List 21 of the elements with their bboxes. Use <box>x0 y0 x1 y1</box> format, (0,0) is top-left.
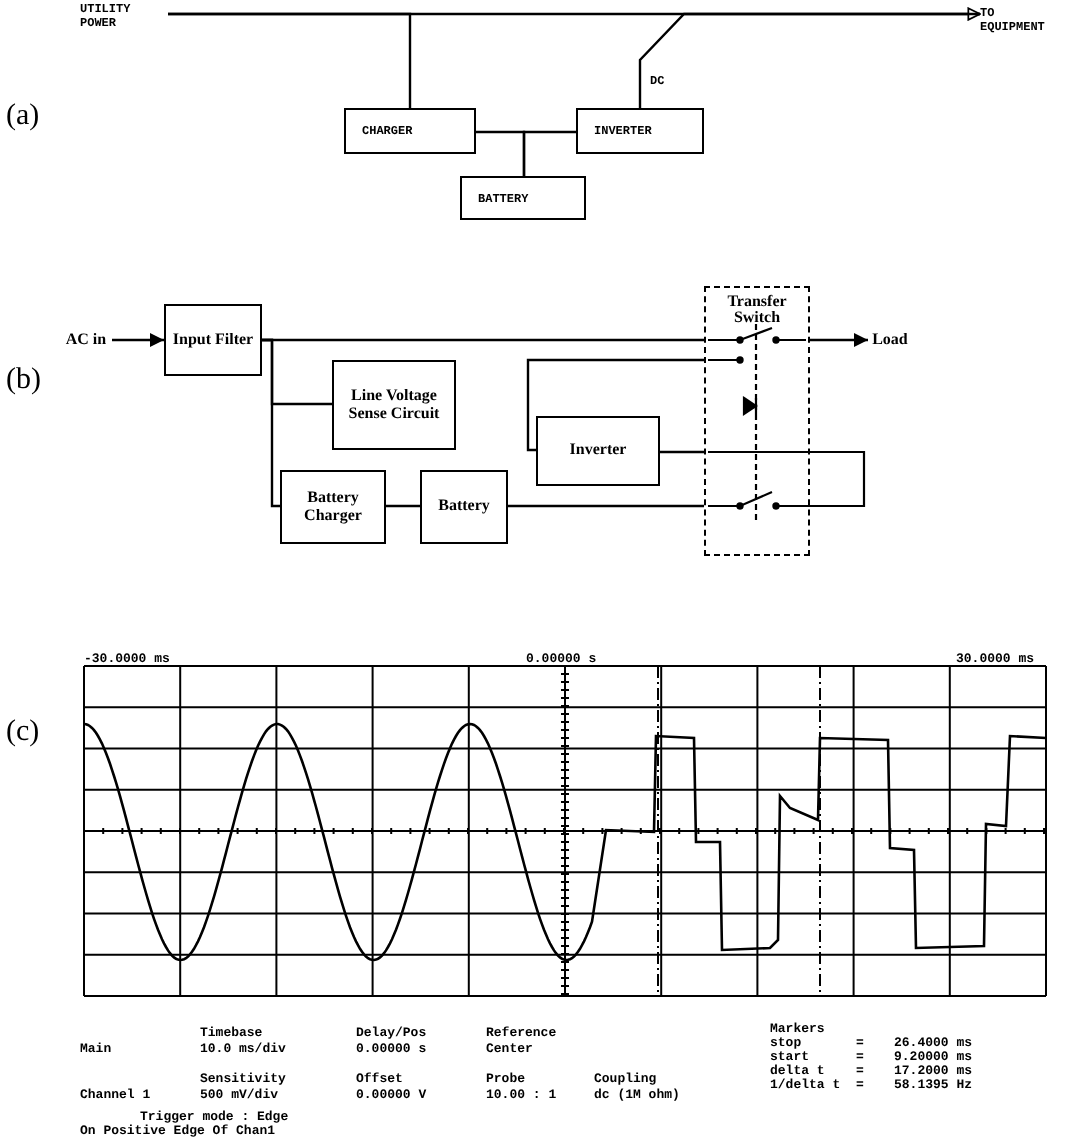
connector-line <box>262 338 280 508</box>
battery-block: Battery <box>420 470 508 544</box>
connector-line <box>168 12 412 108</box>
load-label: Load <box>868 328 912 352</box>
panel-letter: (a) <box>6 100 40 134</box>
inverter-block: Inverter <box>536 416 660 486</box>
charger-block: Battery Charger <box>280 470 386 544</box>
filter-block: Input Filter <box>164 304 262 376</box>
connector-line <box>638 12 980 108</box>
connector-line <box>386 504 420 508</box>
arrow <box>112 332 164 348</box>
connector-line <box>522 130 576 176</box>
sense-circuit-block: Line Voltage Sense Circuit <box>332 360 456 450</box>
input-label: AC in <box>60 328 112 352</box>
connector-line <box>660 450 704 454</box>
connector-line <box>508 504 704 508</box>
panel-letter: (b) <box>6 364 41 398</box>
transfer-switch-group: Transfer Switch <box>704 286 810 556</box>
arrow <box>810 332 868 348</box>
panel-letter: (c) <box>6 716 40 750</box>
connector-line <box>526 358 704 452</box>
